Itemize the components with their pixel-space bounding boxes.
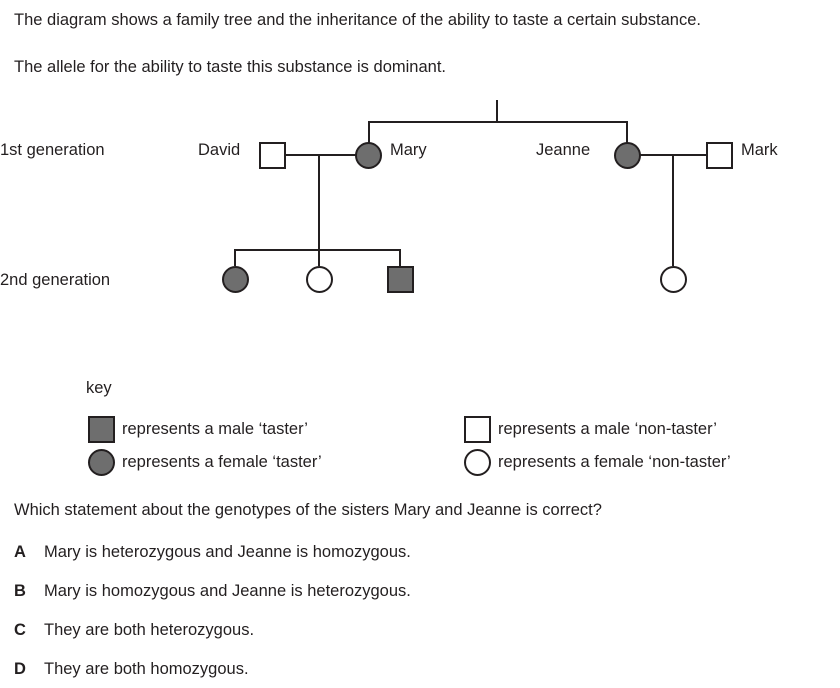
key-label-male-non-taster: represents a male ‘non-taster’	[498, 420, 717, 438]
key-symbol-open-circle	[464, 449, 491, 476]
symbol-mark-male-non-taster	[706, 142, 733, 169]
sibship-drop-jeanne	[626, 121, 628, 143]
question-text: Which statement about the genotypes of t…	[14, 501, 602, 519]
symbol-david-male-non-taster	[259, 142, 286, 169]
child-drop-3	[399, 249, 401, 266]
option-letter-c: C	[14, 621, 26, 639]
children-sibship-bar-left	[234, 249, 401, 251]
mating-line-david-mary	[286, 154, 356, 156]
option-text-c[interactable]: They are both heterozygous.	[44, 621, 255, 639]
option-letter-d: D	[14, 660, 26, 678]
generation-label-first: 1st generation	[0, 141, 105, 159]
option-text-d[interactable]: They are both homozygous.	[44, 660, 249, 678]
stem-line-2: The allele for the ability to taste this…	[14, 58, 446, 76]
sibship-drop-mary	[368, 121, 370, 143]
generation-label-second: 2nd generation	[0, 271, 111, 289]
key-label-female-non-taster: represents a female ‘non-taster’	[498, 453, 731, 471]
symbol-mary-female-taster	[355, 142, 382, 169]
label-jeanne: Jeanne	[536, 141, 591, 159]
descent-line-left-family	[318, 154, 320, 250]
symbol-child4-female-non-taster	[660, 266, 687, 293]
symbol-child2-female-non-taster	[306, 266, 333, 293]
key-symbol-filled-circle	[88, 449, 115, 476]
option-text-b[interactable]: Mary is homozygous and Jeanne is heteroz…	[44, 582, 411, 600]
descent-line-right-family	[672, 154, 674, 266]
symbol-child1-female-taster	[222, 266, 249, 293]
option-text-a[interactable]: Mary is heterozygous and Jeanne is homoz…	[44, 543, 411, 561]
key-label-female-taster: represents a female ‘taster’	[122, 453, 322, 471]
label-mark: Mark	[741, 141, 778, 159]
child-drop-1	[234, 249, 236, 266]
child-drop-2	[318, 249, 320, 266]
symbol-jeanne-female-taster	[614, 142, 641, 169]
symbol-child3-male-taster	[387, 266, 414, 293]
key-symbol-open-square	[464, 416, 491, 443]
key-title: key	[86, 379, 112, 397]
pedigree-diagram: 1st generation 2nd generation David Mary…	[0, 95, 840, 330]
key-label-male-taster: represents a male ‘taster’	[122, 420, 308, 438]
option-letter-a: A	[14, 543, 26, 561]
sibship-stem-top	[496, 100, 498, 122]
key-symbol-filled-square	[88, 416, 115, 443]
stem-line-1: The diagram shows a family tree and the …	[14, 11, 701, 29]
label-david: David	[198, 141, 241, 159]
sister-sibship-bar	[368, 121, 628, 123]
option-letter-b: B	[14, 582, 26, 600]
label-mary: Mary	[390, 141, 427, 159]
